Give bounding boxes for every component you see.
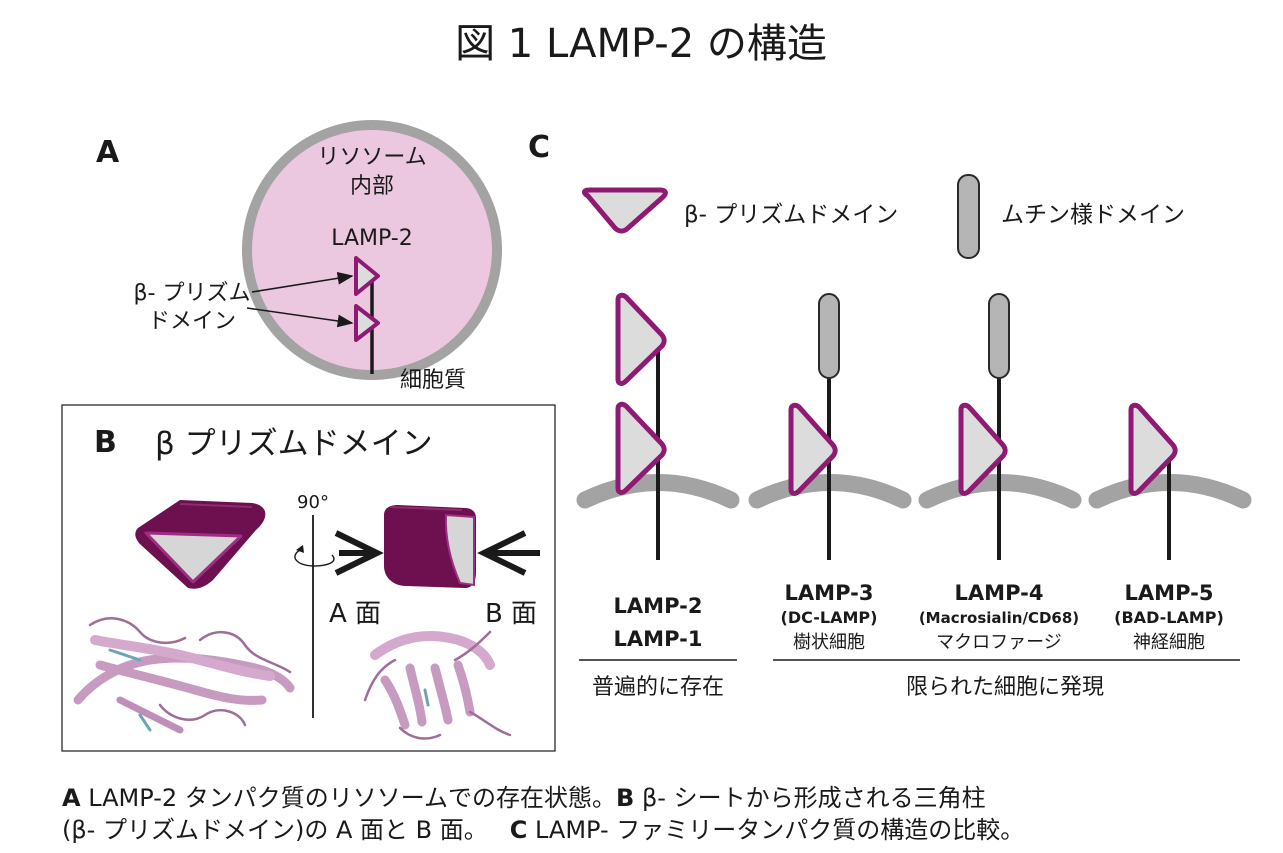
lysosome: [242, 120, 502, 380]
legend-mucin-icon: [957, 174, 980, 259]
legend-prism-icon: [582, 187, 668, 234]
caption-b-text: β- シートから形成される三角柱: [634, 784, 985, 812]
rotation-arc: [294, 549, 335, 567]
cytoplasm-label: 細胞質: [400, 368, 466, 393]
protein-label-lamp1: LAMP-1: [614, 627, 703, 651]
panel-c-letter: C: [528, 130, 550, 165]
domain-label-1: β- プリズム: [134, 281, 251, 306]
face-b-label: B 面: [485, 599, 537, 629]
rotation-label: 90°: [297, 492, 329, 513]
panel-b-title: β プリズムドメイン: [155, 426, 433, 462]
arrow-b-face: [477, 530, 527, 576]
cell-type-lamp5: 神経細胞: [1133, 632, 1205, 653]
caption-c-text: LAMP- ファミリータンパク質の構造の比較。: [527, 816, 1024, 844]
arrow-upper: [251, 271, 354, 293]
lysosome-lumen-label-1: リソソーム: [317, 145, 426, 170]
panel-a-letter: A: [96, 135, 120, 170]
face-a-label: A 面: [329, 599, 381, 629]
arrow-lower: [246, 307, 354, 328]
domain-label-2: ドメイン: [148, 309, 236, 334]
ribbon-structure-a-face: [73, 617, 295, 734]
figure-title: 図 1 LAMP-2 の構造: [455, 21, 827, 67]
caption-a-letter: A: [62, 784, 81, 812]
legend-mucin-label: ムチン様ドメイン: [1001, 202, 1185, 228]
protein-label-lamp4: LAMP-4: [955, 581, 1044, 605]
lysosome-lumen-label-2: 内部: [350, 174, 394, 199]
protein-label-lamp2: LAMP-2: [614, 594, 703, 618]
caption-a-text: LAMP-2 タンパク質のリソソームでの存在状態。: [81, 784, 616, 812]
protein-alias-lamp5: (BAD-LAMP): [1114, 608, 1224, 627]
caption-line-1: A LAMP-2 タンパク質のリソソームでの存在状態。B β- シートから形成さ…: [62, 784, 986, 812]
rotation-arrowhead: [296, 545, 304, 553]
lamp-3-structure: [748, 293, 912, 560]
lamp2-label: LAMP-2: [331, 226, 413, 251]
group-label-ubiquitous: 普遍的に存在: [592, 675, 724, 700]
prism-3d-side: [384, 505, 476, 588]
prism-domain-lower: [354, 304, 380, 342]
caption-b-text-cont: (β- プリズムドメイン)の A 面と B 面。: [62, 816, 488, 844]
caption-line-2: (β- プリズムドメイン)の A 面と B 面。 C LAMP- ファミリータンパ…: [62, 816, 1024, 844]
protein-label-lamp3: LAMP-3: [785, 581, 874, 605]
legend-prism-label: β- プリズムドメイン: [684, 202, 898, 228]
lamp-5-structure: [1088, 402, 1252, 560]
prism-3d-a-face: [135, 500, 266, 589]
cell-type-lamp3: 樹状細胞: [793, 632, 865, 653]
prism-domain-upper: [354, 256, 380, 296]
panel-b-letter: B: [94, 425, 117, 460]
ribbon-structure-b-face: [363, 630, 512, 740]
arrow-a-face: [334, 530, 384, 576]
protein-alias-lamp3: (DC-LAMP): [781, 608, 878, 627]
group-label-limited: 限られた細胞に発現: [906, 675, 1104, 700]
caption-b-letter: B: [616, 784, 634, 812]
lamp-1-2-structure: [576, 292, 740, 560]
lamp-4-structure: [918, 293, 1082, 560]
protein-alias-lamp4: (Macrosialin/CD68): [919, 609, 1079, 627]
protein-label-lamp5: LAMP-5: [1125, 581, 1214, 605]
cell-type-lamp4: マクロファージ: [936, 632, 1062, 653]
caption-c-letter: C: [510, 816, 528, 844]
